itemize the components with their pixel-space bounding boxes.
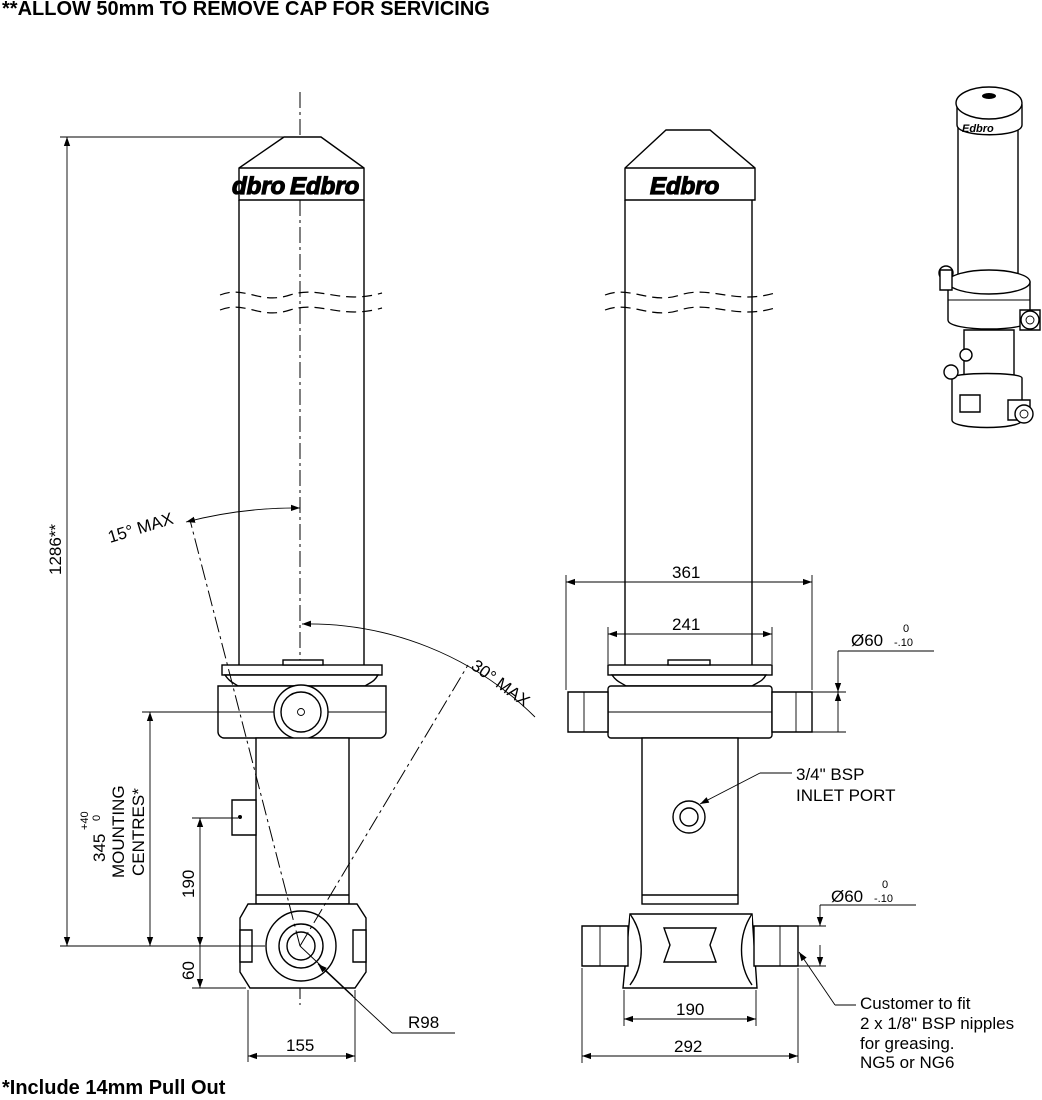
right-tube [604,200,776,665]
trunnion-pin-left [567,691,609,733]
angle-30-label: 30° MAX [468,656,534,711]
iso-brand-text: Edbro [962,123,994,135]
dim-1286-label: 1286** [46,524,65,575]
dim-60: 60 [179,946,246,989]
left-brand-partial: dbro [232,173,285,200]
arc-30-deg [301,620,536,718]
dim-292: 292 [581,968,799,1063]
grease-line-2: 2 x 1/8" BSP nipples [860,1014,1014,1033]
left-brand-text: Edbro [290,173,359,200]
ray-15-deg [189,519,301,947]
right-barrel [641,737,739,905]
left-cap: Edbro dbro [231,136,365,201]
dim-361-label: 361 [672,563,700,582]
dim-190-right: 190 [623,990,757,1026]
dim-361: 361 [565,563,813,690]
dim-345-label: 345 [90,834,109,862]
dim-bottom-diameter: Ø60 0 -.10 [798,879,916,967]
isometric-view: Edbro [938,86,1041,429]
right-brand-text: Edbro [650,173,719,200]
grease-line-3: for greasing. [860,1034,955,1053]
angle-15-label: 15° MAX [106,509,176,547]
left-trunnion-block [217,684,387,740]
bottom-diameter-label: Ø60 [831,887,863,906]
dim-241-label: 241 [672,615,700,634]
left-barrel [231,737,350,905]
dim-292-label: 292 [674,1037,702,1056]
radius-label: R98 [408,1013,439,1032]
dim-mounting-centres: 345 +40 0 MOUNTING CENTRES* [79,711,274,946]
right-head-plate [607,659,773,687]
dim-190-right-label: 190 [676,1000,704,1019]
dim-overall-length: 1286** [46,136,284,947]
mounting-label-2: CENTRES* [129,788,148,876]
left-tube [219,200,383,665]
bottom-pin-left [581,925,629,967]
mounting-label-1: MOUNTING [109,785,128,878]
bottom-tol-lower: -.10 [874,893,893,905]
dim-345-tol-lower: 0 [91,815,103,821]
trunnion-tol-lower: -.10 [894,637,913,649]
left-bottom-eye [239,903,367,989]
dim-190-left: 190 [179,817,238,946]
inlet-port [672,800,706,834]
radius-leader: R98 [317,963,455,1034]
inlet-label-2: INLET PORT [796,786,896,805]
trunnion-tol-upper: 0 [903,623,909,635]
pull-out-note: *Include 14mm Pull Out [2,1077,226,1099]
left-head-plate [221,659,383,687]
dim-155: 155 [247,990,356,1062]
inlet-label-1: 3/4" BSP [796,765,864,784]
right-cap: Edbro [624,129,756,201]
bottom-tol-upper: 0 [882,879,888,891]
ray-30-deg [299,664,469,947]
bottom-pin-right [753,925,799,967]
servicing-note: **ALLOW 50mm TO REMOVE CAP FOR SERVICING [2,0,490,20]
dim-155-label: 155 [286,1036,314,1055]
dim-241: 241 [607,615,773,664]
dim-trunnion-diameter: Ø60 0 -.10 [812,623,934,733]
left-view: Edbro dbro [46,92,536,1062]
dim-190-left-label: 190 [179,870,198,898]
dim-345-tol-upper: +40 [79,811,91,830]
inlet-port-leader: 3/4" BSP INLET PORT [699,765,896,805]
grease-line-4: NG5 or NG6 [860,1053,954,1072]
right-bottom-eye [581,913,799,989]
right-view: Edbro [565,129,1014,1072]
dim-60-label: 60 [179,961,198,980]
trunnion-diameter-label: Ø60 [851,631,883,650]
arc-15-deg [185,504,301,523]
grease-note: Customer to fit 2 x 1/8" BSP nipples for… [798,951,1014,1072]
trunnion-pin-right [771,691,813,733]
grease-line-1: Customer to fit [860,994,971,1013]
right-trunnion-block [567,685,813,739]
